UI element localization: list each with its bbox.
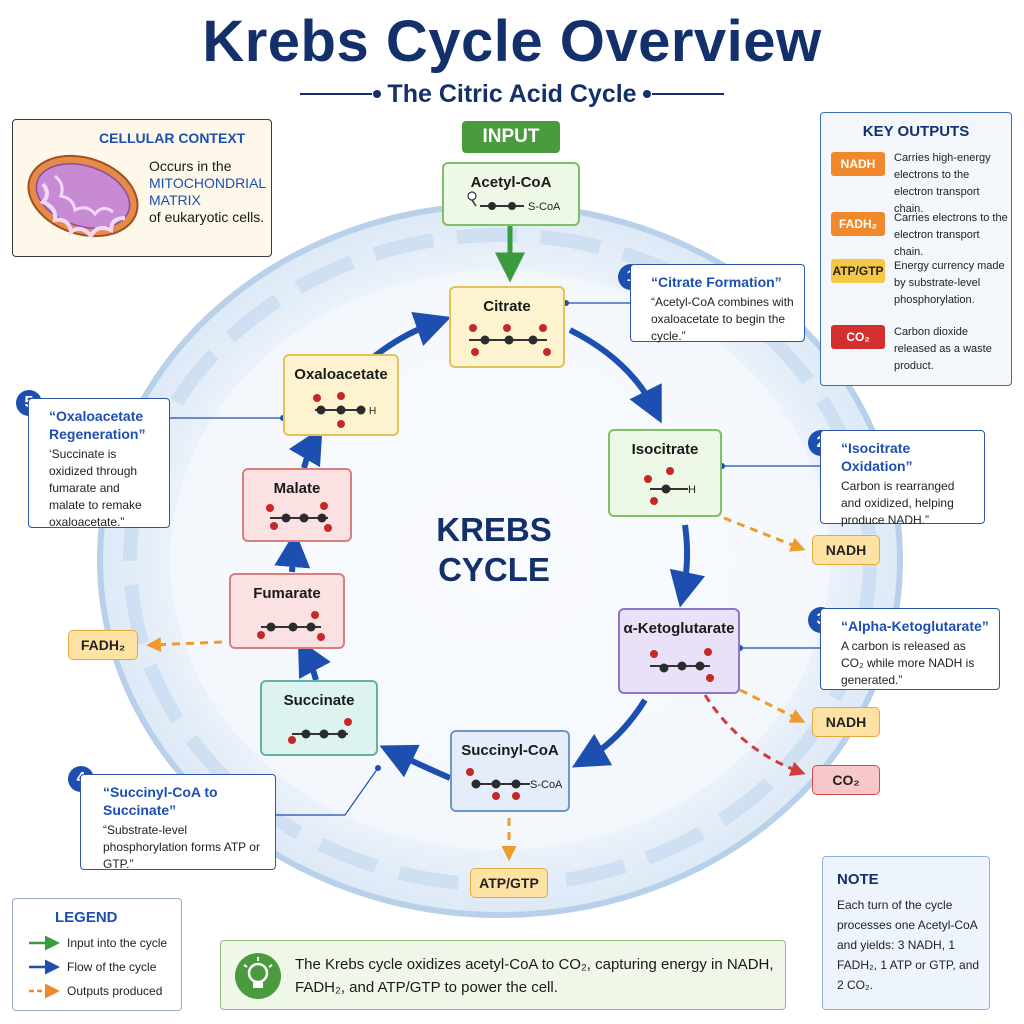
molecule-oxaloacetate: Oxaloacetate H bbox=[283, 354, 399, 436]
step-callout-4: “Succinyl-CoA to Succinate” “Substrate-l… bbox=[80, 774, 276, 871]
key-output-badge: FADH₂ bbox=[831, 212, 885, 236]
input-tag: INPUT bbox=[462, 121, 560, 153]
output-arrow-co2 bbox=[703, 694, 806, 776]
malate-structure-icon bbox=[266, 502, 332, 532]
note-panel: NOTE Each turn of the cycle processes on… bbox=[822, 856, 990, 1010]
page-subtitle: The Citric Acid Cycle bbox=[387, 80, 637, 108]
molecule-isocitrate: Isocitrate H bbox=[608, 429, 722, 517]
subtitle-wrap: The Citric Acid Cycle bbox=[300, 76, 724, 112]
legend-panel: LEGEND Input into the cycle Flow of the … bbox=[12, 898, 182, 1011]
molecule-malate: Malate bbox=[242, 468, 352, 542]
acetyl-coa-structure-icon: S-CoA bbox=[467, 191, 561, 213]
cycle-arrow-succinylcoa-succinate bbox=[379, 744, 452, 781]
molecule-acetyl-coa: Acetyl-CoA S-CoA bbox=[442, 162, 580, 226]
output-arrow-fadh2 bbox=[146, 637, 223, 653]
center-label: KREBS CYCLE bbox=[436, 511, 552, 588]
oxaloacetate-structure-icon: H bbox=[313, 392, 376, 428]
svg-text:H: H bbox=[369, 406, 376, 417]
cycle-arrow-succinate-fumarate bbox=[297, 638, 331, 681]
cycle-arrow-akg-succinylcoa bbox=[571, 698, 648, 768]
molecule-alpha-ketoglutarate: α-Ketoglutarate bbox=[618, 608, 740, 694]
key-output-badge: CO₂ bbox=[831, 325, 885, 349]
cycle-arrow-fumarate-malate bbox=[274, 531, 311, 573]
lightbulb-icon bbox=[235, 953, 281, 999]
cycle-arrow-isocitrate-akg bbox=[669, 524, 705, 608]
key-outputs-panel: KEY OUTPUTS NADH Carries high-energy ele… bbox=[820, 112, 1012, 386]
isocitrate-structure-icon: H bbox=[644, 467, 696, 505]
molecule-citrate: Citrate bbox=[449, 286, 565, 368]
output-tag-nadh-1: NADH bbox=[812, 535, 880, 565]
legend-arrows-icon bbox=[29, 935, 60, 999]
svg-text:S-CoA: S-CoA bbox=[528, 201, 561, 213]
output-tag-co2: CO₂ bbox=[812, 765, 880, 795]
alpha-ketoglutarate-structure-icon bbox=[650, 648, 714, 682]
molecule-fumarate: Fumarate bbox=[229, 573, 345, 649]
cycle-arrow-citrate-isocitrate bbox=[568, 327, 662, 424]
step-callout-1: “Citrate Formation” “Acetyl-CoA combines… bbox=[630, 264, 805, 343]
output-tag-atp-gtp: ATP/GTP bbox=[470, 868, 548, 898]
page-title: Krebs Cycle Overview bbox=[202, 9, 822, 74]
step-callout-3: “Alpha-Ketoglutarate” A carbon is releas… bbox=[820, 608, 1000, 690]
output-arrow-nadh-2 bbox=[739, 688, 806, 723]
key-output-badge: ATP/GTP bbox=[831, 259, 885, 283]
output-tag-nadh-2: NADH bbox=[812, 707, 880, 737]
svg-text:H: H bbox=[688, 484, 696, 496]
molecule-succinate: Succinate bbox=[260, 680, 378, 756]
key-output-badge: NADH bbox=[831, 152, 885, 176]
succinate-structure-icon bbox=[288, 718, 352, 744]
molecule-succinyl-coa: Succinyl-CoA S-CoA bbox=[450, 730, 570, 812]
step-callout-2: “Isocitrate Oxidation” Carbon is rearran… bbox=[820, 430, 985, 527]
succinyl-coa-structure-icon: S-CoA bbox=[466, 768, 563, 800]
step-callout-5: “Oxaloacetate Regeneration” ‘Succinate i… bbox=[28, 398, 170, 529]
fumarate-structure-icon bbox=[257, 611, 325, 641]
output-tag-fadh2: FADH₂ bbox=[68, 630, 138, 660]
mitochondrion-icon bbox=[27, 154, 139, 240]
cycle-arrow-malate-oxaloacetate bbox=[288, 427, 323, 469]
svg-text:S-CoA: S-CoA bbox=[530, 779, 563, 791]
summary-panel: The Krebs cycle oxidizes acetyl-CoA to C… bbox=[220, 940, 786, 1010]
cellular-context-panel: CELLULAR CONTEXT Occurs in the MITOCHOND… bbox=[12, 119, 272, 257]
citrate-structure-icon bbox=[469, 324, 551, 356]
